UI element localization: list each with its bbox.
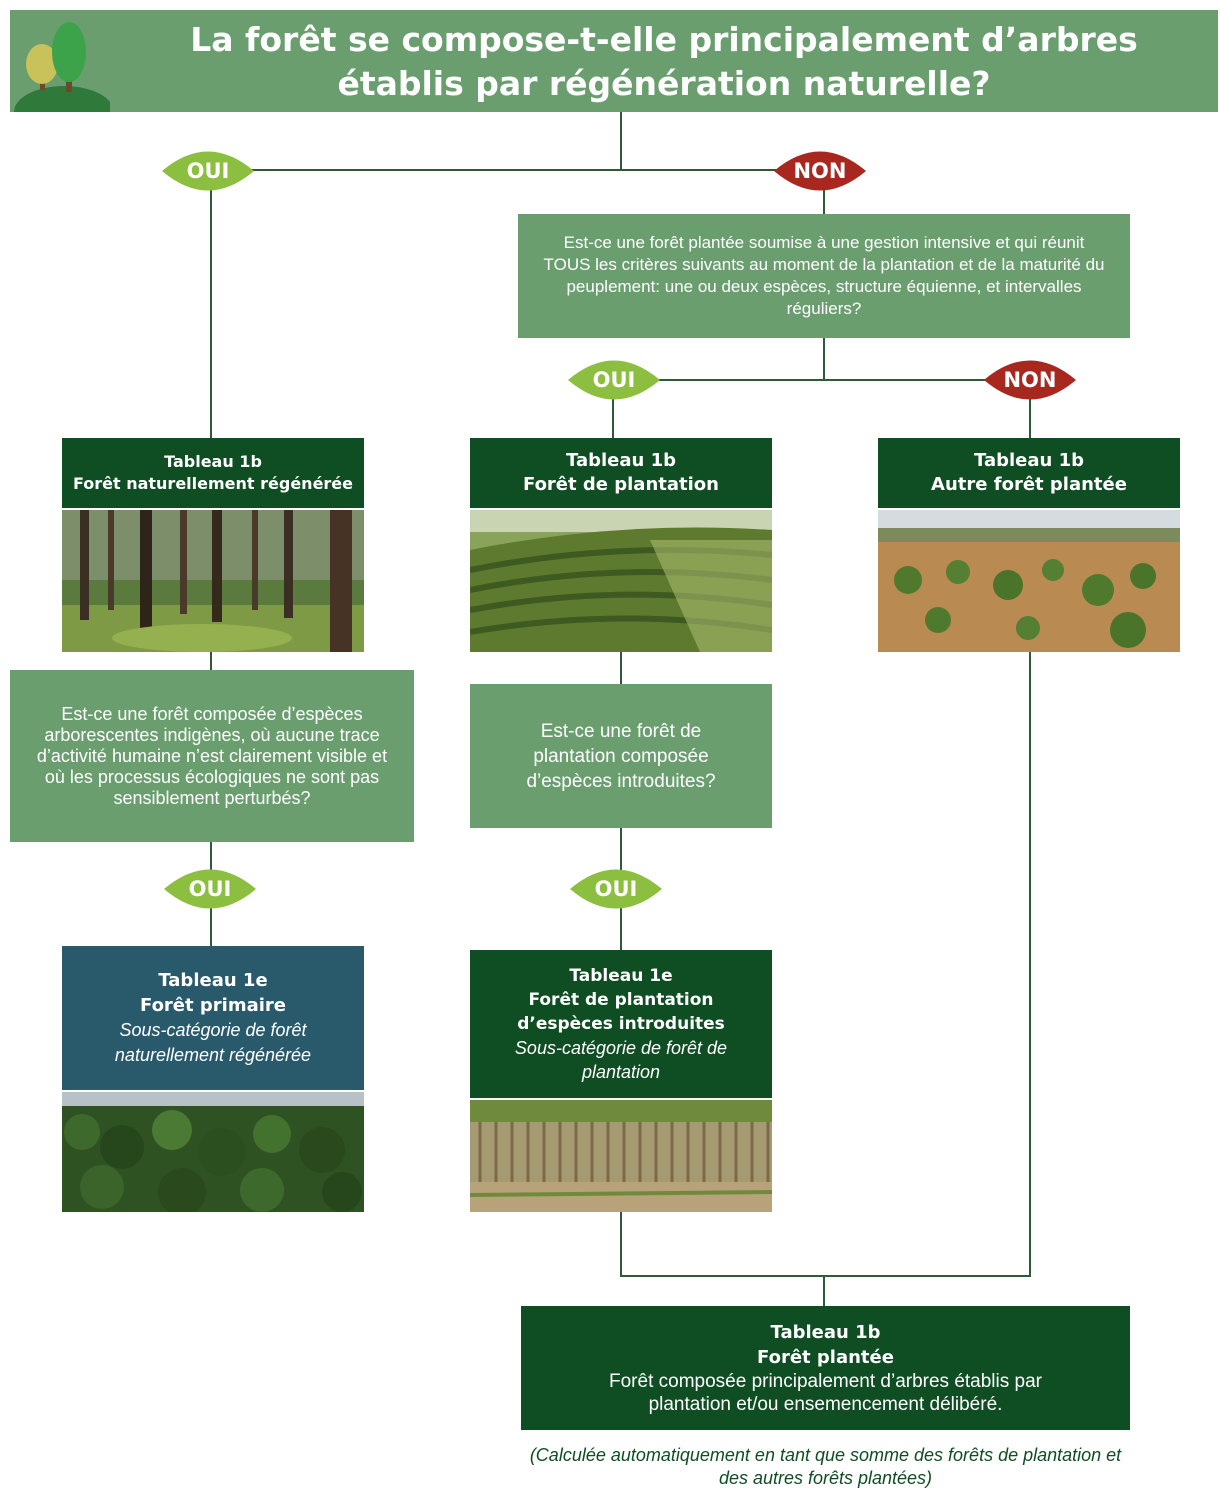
box-planted-forest-total: Tableau 1b Forêt plantée Forêt composée … <box>521 1306 1130 1430</box>
connector <box>210 170 212 438</box>
box-subcategory: Sous-catégorie de forêt de plantation <box>514 1038 728 1082</box>
yes-label: OUI <box>186 159 230 183</box>
photo-primary-forest <box>62 1092 364 1212</box>
photo-plantation-forest <box>470 510 772 652</box>
connector <box>210 652 212 670</box>
yes-leaf-left-bottom: OUI <box>162 856 258 922</box>
box-plantation-forest: Tableau 1b Forêt de plantation <box>470 438 772 508</box>
box-table-label: Tableau 1e <box>569 966 673 986</box>
yes-label: OUI <box>592 368 636 392</box>
connector <box>620 1212 622 1276</box>
box-natural-forest: Tableau 1b Forêt naturellement régénérée <box>62 438 364 508</box>
connector <box>823 338 825 380</box>
box-table-label: Tableau 1b <box>770 1322 881 1343</box>
question-introduced-species: Est-ce une forêt de plantation composée … <box>470 684 772 828</box>
box-table-label: Tableau 1b <box>565 450 676 471</box>
yes-leaf-top: OUI <box>160 138 256 204</box>
footnote: (Calculée automatiquement en tant que so… <box>529 1445 1122 1488</box>
connector <box>612 379 1030 381</box>
tree-icon <box>14 22 110 112</box>
box-title: Forêt de plantation <box>523 474 719 495</box>
box-table-label: Tableau 1b <box>973 450 1084 471</box>
box-title: Autre forêt plantée <box>931 474 1127 495</box>
header-title-line2: établis par régénération naturelle? <box>337 64 991 103</box>
question-planted-intensive: Est-ce une forêt plantée soumise à une g… <box>518 214 1130 338</box>
yes-leaf-center-bottom: OUI <box>568 856 664 922</box>
box-title-line1: Forêt de plantation <box>528 990 714 1010</box>
box-primary-forest: Tableau 1e Forêt primaire Sous-catégorie… <box>62 946 364 1090</box>
connector <box>1029 380 1031 438</box>
connector <box>620 1275 1031 1277</box>
box-introduced-species-plantation: Tableau 1e Forêt de plantation d’espèces… <box>470 950 772 1098</box>
question-introduced-text: Est-ce une forêt de plantation composée … <box>526 720 716 792</box>
yes-label: OUI <box>594 877 638 901</box>
connector <box>1029 652 1031 1276</box>
photo-introduced-plantation <box>470 1100 772 1212</box>
photo-natural-forest <box>62 510 364 652</box>
no-leaf-top: NON <box>772 138 868 204</box>
connector <box>210 169 824 171</box>
no-label: NON <box>1003 368 1057 392</box>
question-primary-text: Est-ce une forêt composée d’espèces arbo… <box>36 703 388 808</box>
box-description: Forêt composée principalement d’arbres é… <box>609 1371 1042 1415</box>
connector <box>823 1276 825 1306</box>
box-title: Forêt primaire <box>140 995 286 1016</box>
connector <box>823 170 825 214</box>
connector <box>620 112 622 170</box>
question-primary-forest: Est-ce une forêt composée d’espèces arbo… <box>10 670 414 842</box>
photo-other-planted-forest <box>878 510 1180 652</box>
connector <box>612 380 614 438</box>
box-title: Forêt naturellement régénérée <box>72 474 354 493</box>
header-banner: La forêt se compose-t-elle principalemen… <box>10 10 1218 112</box>
box-table-label: Tableau 1b <box>164 452 262 471</box>
box-subcategory: Sous-catégorie de forêt naturellement ré… <box>114 1020 312 1065</box>
box-title: Forêt plantée <box>757 1347 894 1368</box>
box-table-label: Tableau 1e <box>158 970 268 991</box>
no-label: NON <box>793 159 847 183</box>
yes-label: OUI <box>188 877 232 901</box>
box-other-planted-forest: Tableau 1b Autre forêt plantée <box>878 438 1180 508</box>
connector <box>620 652 622 684</box>
header-title: La forêt se compose-t-elle principalemen… <box>130 18 1198 106</box>
yes-leaf-mid: OUI <box>566 347 662 413</box>
no-leaf-mid: NON <box>982 347 1078 413</box>
header-title-line1: La forêt se compose-t-elle principalemen… <box>190 20 1138 59</box>
box-title-line2: d’espèces introduites <box>517 1014 725 1034</box>
question-planted-text: Est-ce une forêt plantée soumise à une g… <box>543 233 1105 318</box>
